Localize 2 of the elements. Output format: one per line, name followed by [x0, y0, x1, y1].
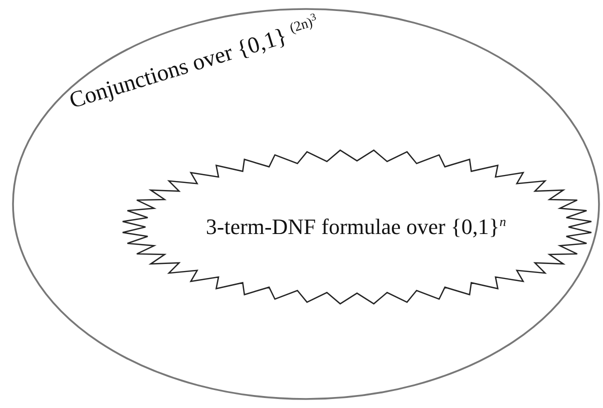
- set-label: 3-term-DNF formulae over {0,1}$^{n}$: [206, 214, 508, 240]
- ellipse-set: [12, 8, 600, 400]
